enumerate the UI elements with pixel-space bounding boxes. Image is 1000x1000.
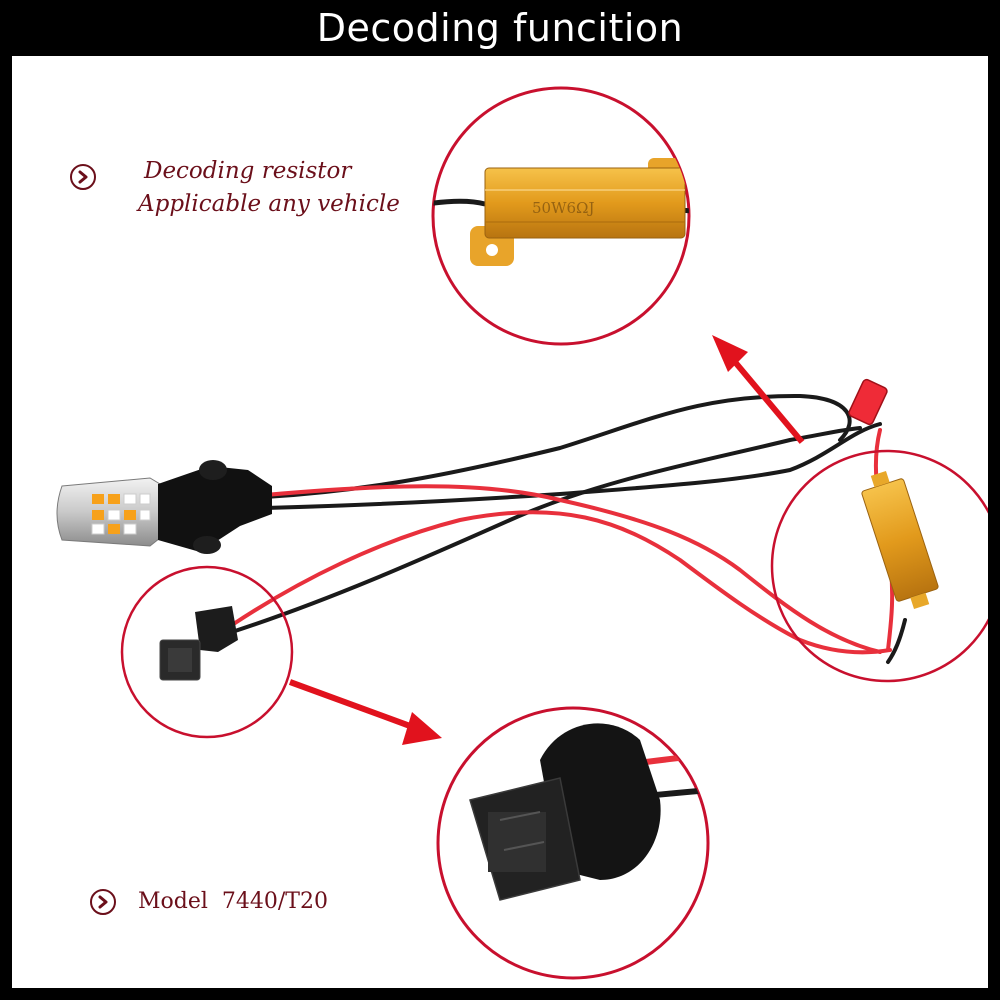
wire-harness [230, 393, 907, 664]
chevron-right-circle-icon [90, 889, 116, 915]
resistor-title: Decoding resistor [144, 158, 352, 184]
black-wire [263, 422, 882, 510]
callout-resistor-zoom: 50W6ΩJ [431, 86, 691, 346]
title-bar: Decoding funcition [0, 0, 1000, 56]
red-wire [230, 510, 892, 655]
product-illustration: 50W6ΩJ [56, 86, 988, 980]
model-callout: Model 7440/T20 [90, 888, 328, 916]
black-wire [230, 426, 862, 634]
socket-small [159, 606, 238, 681]
black-wire [886, 618, 907, 664]
page-title: Decoding funcition [316, 6, 684, 50]
resistor-small [861, 470, 939, 610]
callout-socket-small [120, 565, 294, 739]
callout-socket-zoom [436, 706, 710, 980]
chevron-right-circle-icon [70, 164, 96, 190]
resistor-subtitle: Applicable any vehicle [138, 191, 400, 217]
callout-resistor-harness [770, 449, 988, 683]
led-chips [91, 493, 151, 535]
crimp-connector [848, 378, 888, 426]
resistor-marking: 50W6ΩJ [532, 199, 595, 217]
product-photo: 50W6ΩJ [12, 56, 988, 988]
black-wire [263, 393, 852, 499]
red-wire [263, 484, 882, 654]
model-label: Model 7440/T20 [138, 889, 328, 914]
pointer-arrows [288, 335, 805, 745]
resistor-callout [70, 164, 96, 190]
led-bulb [56, 460, 272, 554]
resistor-callout-text: Decoding resistor Applicable any vehicle [138, 156, 400, 220]
